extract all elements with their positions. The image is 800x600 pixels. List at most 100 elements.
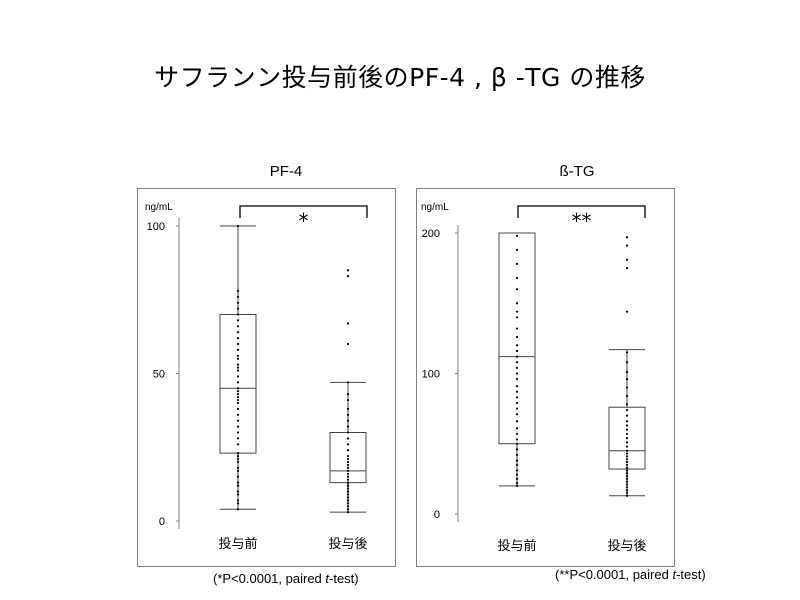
y-tick-label: 0 bbox=[159, 516, 165, 528]
box-plot-pf4: ng/mL050100投与前投与後* bbox=[145, 202, 368, 552]
data-point bbox=[236, 469, 240, 472]
data-point bbox=[236, 481, 240, 484]
data-point bbox=[515, 407, 519, 410]
chart-title-btg: ß-TG bbox=[559, 163, 595, 180]
data-point bbox=[515, 481, 519, 485]
data-point bbox=[236, 366, 240, 369]
data-point bbox=[346, 499, 350, 502]
data-point bbox=[346, 407, 350, 410]
data-point bbox=[346, 490, 350, 493]
data-point bbox=[346, 425, 350, 428]
data-point bbox=[625, 472, 629, 475]
data-point bbox=[236, 455, 240, 458]
data-point bbox=[236, 484, 240, 487]
data-point bbox=[625, 394, 629, 398]
footnote-italic: t bbox=[325, 571, 330, 586]
data-point bbox=[236, 375, 240, 378]
data-point bbox=[236, 490, 240, 493]
data-point bbox=[625, 361, 629, 364]
data-point bbox=[515, 438, 519, 441]
data-point bbox=[625, 267, 629, 270]
data-point bbox=[236, 396, 240, 399]
data-point bbox=[625, 483, 629, 486]
data-point bbox=[515, 302, 519, 305]
data-point bbox=[625, 474, 629, 478]
y-tick-label: 100 bbox=[147, 221, 165, 233]
data-point bbox=[346, 449, 350, 452]
y-axis-unit: ng/mL bbox=[145, 202, 173, 213]
data-point bbox=[236, 354, 240, 357]
data-point bbox=[515, 355, 519, 358]
data-point bbox=[515, 262, 519, 266]
data-point bbox=[236, 325, 240, 328]
data-point bbox=[515, 484, 519, 487]
data-point bbox=[625, 491, 629, 495]
data-point bbox=[625, 489, 629, 492]
data-point bbox=[515, 427, 519, 430]
footnote-pf4: (*P<0.0001, paired t-test) bbox=[213, 571, 359, 586]
data-point bbox=[515, 469, 519, 472]
data-point bbox=[236, 413, 240, 416]
data-point bbox=[346, 496, 350, 499]
data-point bbox=[515, 248, 519, 251]
data-point bbox=[625, 494, 629, 497]
data-point bbox=[236, 457, 240, 461]
box-after bbox=[329, 269, 367, 514]
data-point bbox=[515, 473, 519, 476]
footnote-italic: t bbox=[672, 567, 677, 582]
data-point bbox=[236, 357, 240, 360]
data-point bbox=[346, 460, 350, 464]
data-point bbox=[625, 414, 629, 417]
data-point bbox=[236, 390, 240, 393]
data-point bbox=[346, 275, 350, 278]
category-label: 投与前 bbox=[218, 536, 257, 552]
data-point bbox=[625, 424, 629, 427]
category-label: 投与前 bbox=[497, 538, 536, 554]
data-point bbox=[625, 477, 629, 480]
data-point bbox=[236, 452, 240, 455]
data-point bbox=[515, 234, 519, 237]
data-point bbox=[625, 469, 629, 472]
footnote-suffix: -test) bbox=[329, 571, 359, 586]
data-point bbox=[236, 363, 240, 366]
data-point bbox=[515, 385, 519, 388]
data-point bbox=[625, 466, 629, 469]
data-point bbox=[515, 288, 519, 291]
data-point bbox=[236, 313, 240, 316]
data-point bbox=[625, 310, 629, 313]
data-point bbox=[625, 437, 629, 440]
data-point bbox=[346, 484, 350, 487]
data-point bbox=[236, 348, 240, 351]
significance-bracket bbox=[517, 205, 646, 218]
data-point bbox=[625, 403, 629, 406]
chart-title-pf4: PF-4 bbox=[269, 163, 303, 180]
data-point bbox=[515, 459, 519, 462]
data-point bbox=[346, 381, 350, 384]
data-point bbox=[515, 413, 519, 416]
data-point bbox=[625, 480, 629, 483]
data-point bbox=[346, 493, 350, 496]
data-point bbox=[346, 502, 350, 505]
y-tick-label: 0 bbox=[434, 509, 440, 521]
data-point bbox=[236, 301, 240, 304]
data-point bbox=[515, 448, 519, 451]
data-point bbox=[236, 393, 240, 396]
box-before bbox=[219, 224, 257, 511]
data-point bbox=[346, 478, 350, 481]
data-point bbox=[236, 337, 240, 340]
data-point bbox=[515, 361, 519, 364]
data-point bbox=[625, 378, 629, 381]
data-point bbox=[236, 331, 240, 334]
data-point bbox=[236, 419, 240, 422]
data-point bbox=[515, 349, 519, 353]
data-point bbox=[625, 408, 629, 412]
data-point bbox=[236, 289, 240, 292]
data-point bbox=[236, 443, 240, 446]
data-point bbox=[236, 342, 240, 346]
data-point bbox=[515, 378, 519, 381]
data-point bbox=[625, 258, 629, 261]
data-point bbox=[625, 452, 629, 455]
data-point bbox=[236, 460, 240, 464]
data-point bbox=[346, 455, 350, 458]
data-point bbox=[515, 366, 519, 369]
